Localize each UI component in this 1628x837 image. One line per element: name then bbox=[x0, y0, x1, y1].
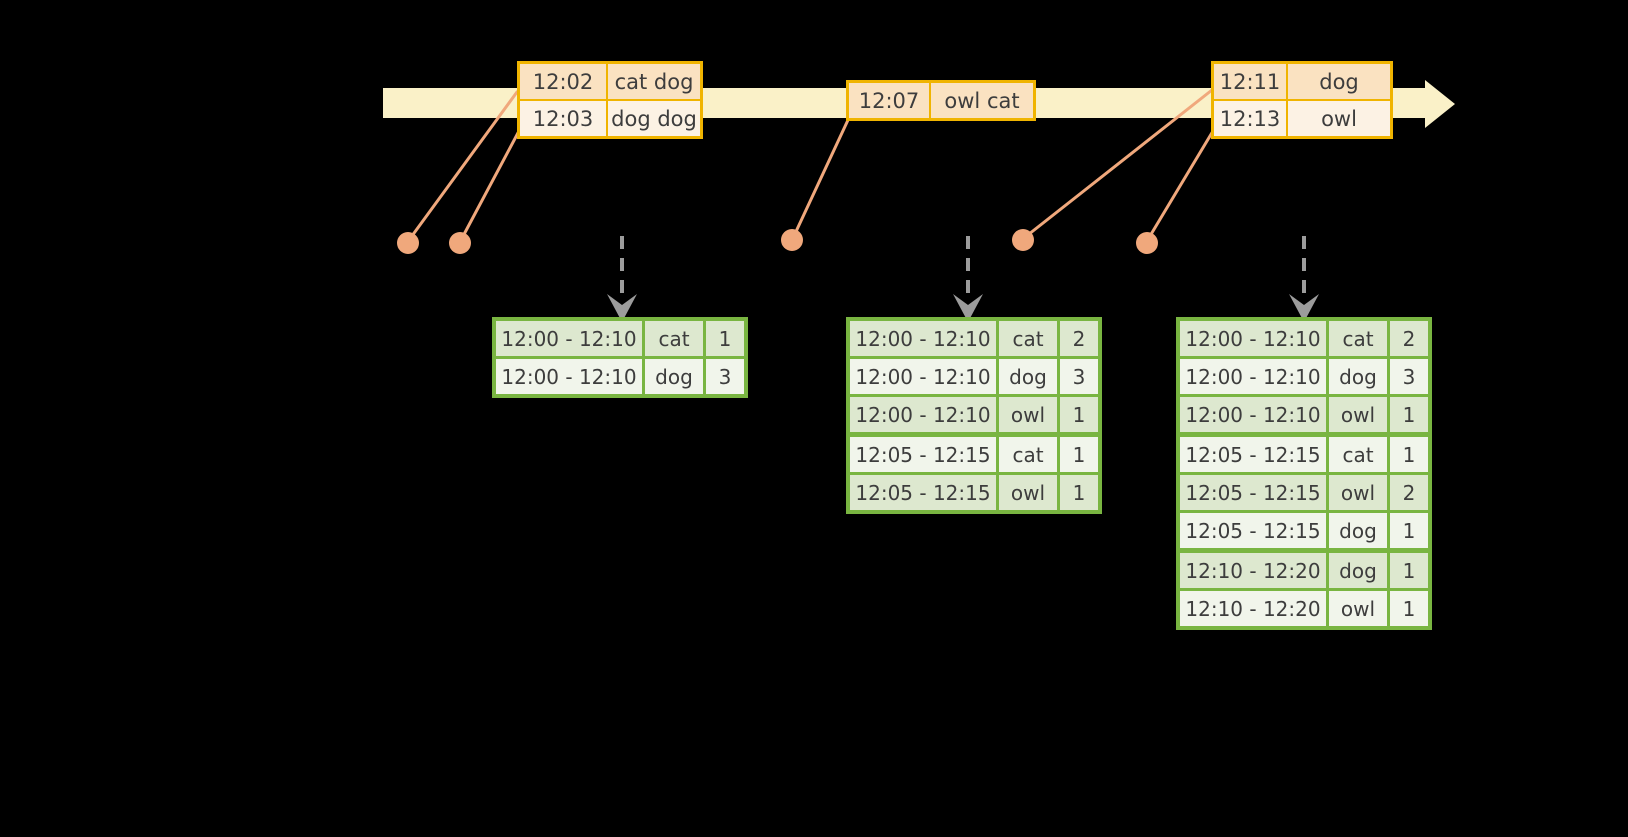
count-cell: 3 bbox=[1390, 359, 1428, 394]
event-words: dog dog bbox=[608, 101, 700, 136]
count-cell: 3 bbox=[1060, 359, 1098, 394]
event-time-dots bbox=[397, 229, 1158, 254]
window-cell: 12:00 - 12:10 bbox=[496, 321, 642, 356]
connector-line bbox=[1145, 129, 1215, 243]
down-arrowhead-icon bbox=[1289, 294, 1319, 322]
table-row: 12:05 - 12:15 owl 1 bbox=[850, 475, 1098, 510]
window-cell: 12:00 - 12:10 bbox=[1180, 321, 1326, 356]
word-cell: owl bbox=[1329, 591, 1387, 626]
event-row: 12:03 dog dog bbox=[520, 101, 700, 136]
window-cell: 12:00 - 12:10 bbox=[850, 321, 996, 356]
word-cell: owl bbox=[999, 475, 1057, 510]
table-row: 12:00 - 12:10 dog 3 bbox=[1180, 359, 1428, 394]
window-cell: 12:00 - 12:10 bbox=[850, 359, 996, 394]
word-cell: cat bbox=[645, 321, 703, 356]
window-cell: 12:00 - 12:10 bbox=[850, 397, 996, 432]
trigger-arrows bbox=[607, 236, 1319, 322]
table-row: 12:05 - 12:15 cat 1 bbox=[1180, 437, 1428, 472]
table-row: 12:00 - 12:10 cat 2 bbox=[1180, 321, 1428, 356]
event-time: 12:11 bbox=[1214, 64, 1286, 99]
window-cell: 12:00 - 12:10 bbox=[1180, 397, 1326, 432]
window-cell: 12:10 - 12:20 bbox=[1180, 591, 1326, 626]
event-words: cat dog bbox=[608, 64, 700, 99]
result-table-3: 12:00 - 12:10 cat 2 12:00 - 12:10 dog 3 … bbox=[1176, 317, 1432, 630]
event-time: 12:03 bbox=[520, 101, 606, 136]
window-cell: 12:05 - 12:15 bbox=[1180, 475, 1326, 510]
window-cell: 12:10 - 12:20 bbox=[1180, 553, 1326, 588]
event-time: 12:02 bbox=[520, 64, 606, 99]
event-connector-lines bbox=[407, 88, 1215, 243]
word-cell: dog bbox=[999, 359, 1057, 394]
window-cell: 12:05 - 12:15 bbox=[1180, 513, 1326, 548]
event-words: owl cat bbox=[931, 83, 1033, 118]
table-row: 12:00 - 12:10 dog 3 bbox=[850, 359, 1098, 394]
table-row: 12:00 - 12:10 cat 1 bbox=[496, 321, 744, 356]
table-row: 12:00 - 12:10 owl 1 bbox=[850, 397, 1098, 432]
event-time: 12:13 bbox=[1214, 101, 1286, 136]
table-row: 12:05 - 12:15 owl 2 bbox=[1180, 475, 1428, 510]
word-cell: cat bbox=[1329, 437, 1387, 472]
event-dot bbox=[449, 232, 471, 254]
result-table-1: 12:00 - 12:10 cat 1 12:00 - 12:10 dog 3 bbox=[492, 317, 748, 398]
result-table-2: 12:00 - 12:10 cat 2 12:00 - 12:10 dog 3 … bbox=[846, 317, 1102, 514]
event-table-2: 12:07 owl cat bbox=[846, 80, 1036, 121]
word-cell: cat bbox=[999, 321, 1057, 356]
word-cell: owl bbox=[999, 397, 1057, 432]
word-cell: dog bbox=[645, 359, 703, 394]
count-cell: 1 bbox=[1390, 437, 1428, 472]
table-row: 12:10 - 12:20 dog 1 bbox=[1180, 553, 1428, 588]
count-cell: 2 bbox=[1390, 321, 1428, 356]
event-table-1: 12:02 cat dog 12:03 dog dog bbox=[517, 61, 703, 139]
count-cell: 1 bbox=[1390, 591, 1428, 626]
count-cell: 1 bbox=[1060, 475, 1098, 510]
count-cell: 2 bbox=[1060, 321, 1098, 356]
word-cell: cat bbox=[999, 437, 1057, 472]
count-cell: 1 bbox=[1060, 397, 1098, 432]
count-cell: 1 bbox=[706, 321, 744, 356]
window-cell: 12:05 - 12:15 bbox=[1180, 437, 1326, 472]
word-cell: dog bbox=[1329, 359, 1387, 394]
window-cell: 12:05 - 12:15 bbox=[850, 437, 996, 472]
table-row: 12:05 - 12:15 dog 1 bbox=[1180, 513, 1428, 548]
count-cell: 3 bbox=[706, 359, 744, 394]
event-row: 12:11 dog bbox=[1214, 64, 1390, 99]
event-dot bbox=[397, 232, 419, 254]
window-cell: 12:05 - 12:15 bbox=[850, 475, 996, 510]
event-dot bbox=[1136, 232, 1158, 254]
table-row: 12:00 - 12:10 owl 1 bbox=[1180, 397, 1428, 432]
count-cell: 2 bbox=[1390, 475, 1428, 510]
word-cell: owl bbox=[1329, 475, 1387, 510]
count-cell: 1 bbox=[1060, 437, 1098, 472]
event-table-3: 12:11 dog 12:13 owl bbox=[1211, 61, 1393, 139]
event-words: dog bbox=[1288, 64, 1390, 99]
window-cell: 12:00 - 12:10 bbox=[496, 359, 642, 394]
table-row: 12:10 - 12:20 owl 1 bbox=[1180, 591, 1428, 626]
down-arrowhead-icon bbox=[607, 294, 637, 322]
table-row: 12:00 - 12:10 cat 2 bbox=[850, 321, 1098, 356]
connector-line bbox=[1022, 88, 1214, 240]
timeline-arrowhead-icon bbox=[1425, 80, 1455, 128]
event-dot bbox=[1012, 229, 1034, 251]
table-row: 12:00 - 12:10 dog 3 bbox=[496, 359, 744, 394]
event-row: 12:13 owl bbox=[1214, 101, 1390, 136]
word-cell: dog bbox=[1329, 513, 1387, 548]
event-row: 12:07 owl cat bbox=[849, 83, 1033, 118]
word-cell: owl bbox=[1329, 397, 1387, 432]
event-time: 12:07 bbox=[849, 83, 929, 118]
connector-line bbox=[791, 118, 850, 240]
count-cell: 1 bbox=[1390, 553, 1428, 588]
connector-line bbox=[407, 90, 519, 242]
event-dot bbox=[781, 229, 803, 251]
down-arrowhead-icon bbox=[953, 294, 983, 322]
table-row: 12:05 - 12:15 cat 1 bbox=[850, 437, 1098, 472]
count-cell: 1 bbox=[1390, 397, 1428, 432]
window-cell: 12:00 - 12:10 bbox=[1180, 359, 1326, 394]
word-cell: cat bbox=[1329, 321, 1387, 356]
count-cell: 1 bbox=[1390, 513, 1428, 548]
event-row: 12:02 cat dog bbox=[520, 64, 700, 99]
connector-line bbox=[459, 129, 521, 242]
event-words: owl bbox=[1288, 101, 1390, 136]
word-cell: dog bbox=[1329, 553, 1387, 588]
